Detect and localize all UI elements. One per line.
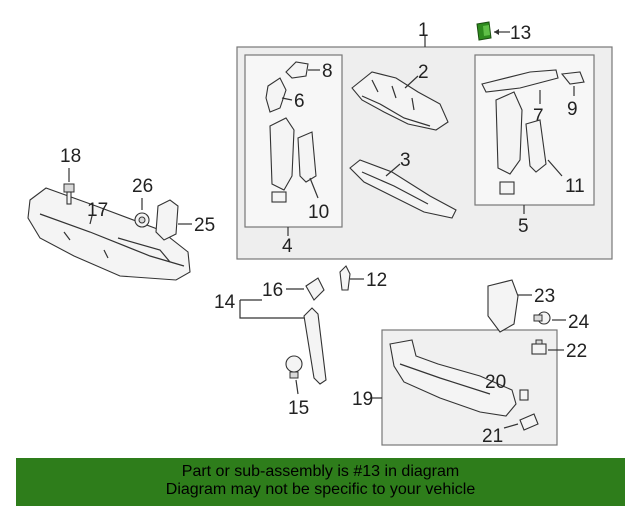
callout-20: 20 <box>485 372 506 393</box>
leader-3 <box>385 163 401 177</box>
callout-9: 9 <box>567 99 578 120</box>
leader-11 <box>547 159 563 177</box>
callout-19: 19 <box>352 389 373 410</box>
callout-2: 2 <box>418 62 429 83</box>
arrow-13-icon <box>494 29 499 35</box>
part-21-clip[interactable] <box>519 413 539 431</box>
callout-6: 6 <box>294 91 305 112</box>
callout-7: 7 <box>533 106 544 127</box>
part-4-side-support[interactable] <box>269 117 317 203</box>
callout-12: 12 <box>366 270 387 291</box>
part-24-clip[interactable] <box>533 311 551 325</box>
callout-4: 4 <box>282 236 293 257</box>
part-26-nut[interactable] <box>134 212 150 228</box>
banner-line-1: Part or sub-assembly is #13 in diagram <box>181 463 460 480</box>
callout-14: 14 <box>214 292 236 313</box>
info-banner: Part or sub-assembly is #13 in diagram D… <box>16 458 625 506</box>
exploded-parts-diagram: 1 13 2 3 8 6 10 4 7 <box>27 20 613 447</box>
part-6-bracket[interactable] <box>265 77 287 113</box>
part-19-lower-cover[interactable] <box>389 339 517 417</box>
callout-5: 5 <box>518 216 529 237</box>
part-12-clip[interactable] <box>339 265 351 291</box>
part-22-nut[interactable] <box>531 339 547 355</box>
part-20-screw[interactable] <box>519 389 529 401</box>
part-2-upper-support[interactable] <box>351 71 449 131</box>
leader-15 <box>295 379 299 395</box>
part-25-bracket[interactable] <box>155 199 179 241</box>
leader-17 <box>89 215 93 225</box>
callout-17: 17 <box>87 200 108 221</box>
part-16-clip[interactable] <box>305 277 325 301</box>
callout-23: 23 <box>534 286 555 307</box>
callout-22: 22 <box>566 341 587 362</box>
leader-10 <box>309 177 319 199</box>
part-7-upper-bracket[interactable] <box>481 69 559 93</box>
callout-3: 3 <box>400 150 411 171</box>
leader-6 <box>281 97 293 101</box>
callout-1: 1 <box>418 20 429 41</box>
part-15-bolt[interactable] <box>285 355 303 379</box>
callout-25: 25 <box>194 215 215 236</box>
part-17-undercover[interactable] <box>27 187 191 281</box>
callout-8: 8 <box>322 61 333 82</box>
part-3-lower-tie-bar[interactable] <box>349 159 457 219</box>
banner-line-2: Diagram may not be specific to your vehi… <box>165 481 476 498</box>
callout-13: 13 <box>510 23 531 44</box>
leader-2 <box>404 75 419 89</box>
part-5-side-support[interactable] <box>495 91 547 195</box>
part-18-clip[interactable] <box>63 183 75 205</box>
part-23-bracket[interactable] <box>487 279 519 333</box>
callout-15: 15 <box>288 398 309 419</box>
leader-14-bracket <box>239 300 304 319</box>
leader-21 <box>503 423 519 429</box>
part-13-highlighted[interactable] <box>476 21 492 41</box>
callout-21: 21 <box>482 426 503 447</box>
callout-18: 18 <box>60 146 81 167</box>
callout-10: 10 <box>308 202 329 223</box>
callout-26: 26 <box>132 176 153 197</box>
callout-11: 11 <box>565 176 585 197</box>
part-8-bracket[interactable] <box>285 61 309 79</box>
callout-16: 16 <box>262 280 283 301</box>
part-9-clip[interactable] <box>560 71 585 85</box>
callout-24: 24 <box>568 312 590 333</box>
part-14-seal[interactable] <box>303 307 327 385</box>
